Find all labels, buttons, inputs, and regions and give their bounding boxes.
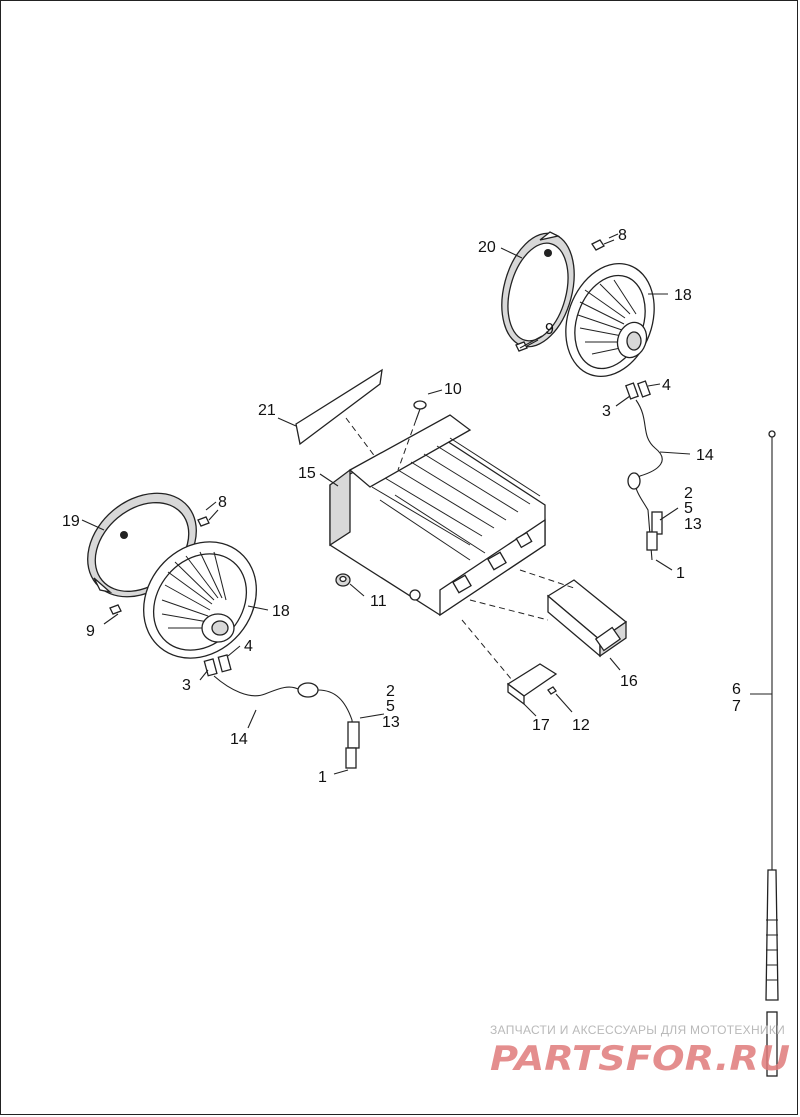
callout-14-upper: 14 [696,447,714,464]
callout-12: 12 [572,717,590,734]
watermark: ЗАПЧАСТИ И АКСЕССУАРЫ ДЛЯ МОТОТЕХНИКИ PA… [490,1023,790,1079]
wire-harness-14-right [625,380,663,561]
bracket-17 [506,663,558,706]
callout-15: 15 [298,465,316,482]
callout-19: 19 [62,513,80,530]
callout-4-lower: 4 [244,638,253,655]
wire-harness-14-left [203,654,360,769]
bolt-10 [413,400,427,421]
callout-8-lower: 8 [218,494,227,511]
callout-16: 16 [620,673,638,690]
screw-9-upper [515,339,539,352]
callout-18-lower: 18 [272,603,290,620]
callout-13-lower: 13 [382,714,400,731]
callout-1-upper: 1 [676,565,685,582]
watermark-logo: PARTSFOR.RU [490,1039,790,1079]
callout-8-upper: 8 [618,227,627,244]
leader-lines [81,233,772,775]
callout-2-lower: 2 [386,683,395,700]
watermark-tagline: ЗАПЧАСТИ И АКСЕССУАРЫ ДЛЯ МОТОТЕХНИКИ [490,1023,785,1037]
screw-8-lower [197,509,219,527]
callout-5-upper: 5 [684,500,693,517]
speaker-18-lower [143,541,257,659]
speaker-grille-20 [501,231,575,348]
callout-6: 6 [732,681,741,698]
callout-20: 20 [478,239,496,256]
callout-9-upper: 9 [545,321,554,338]
callout-3-upper: 3 [602,403,611,420]
callout-4-upper: 4 [662,377,671,394]
callout-2-upper: 2 [684,485,693,502]
screw-8-upper [591,239,615,251]
callout-18-upper: 18 [674,287,692,304]
module-16 [546,579,628,658]
callout-9-lower: 9 [86,623,95,640]
speaker-18-upper [565,262,655,378]
callout-7: 7 [732,698,741,715]
label-21 [295,368,383,446]
callout-5-lower: 5 [386,698,395,715]
antenna-6-7 [765,430,779,1077]
radio-amplifier-15 [329,414,546,617]
callout-3-lower: 3 [182,677,191,694]
callout-13-upper: 13 [684,516,702,533]
screw-12 [547,686,557,695]
callout-21: 21 [258,402,276,419]
callout-10: 10 [444,381,462,398]
screw-9-lower [109,604,122,615]
callout-14-lower: 14 [230,731,248,748]
callout-labels: 20 8 18 9 4 3 14 2 5 13 1 21 10 15 11 19… [62,227,741,786]
callout-17: 17 [532,717,550,734]
callout-11: 11 [370,593,387,610]
gasket-11 [335,573,351,587]
callout-1-lower: 1 [318,769,327,786]
